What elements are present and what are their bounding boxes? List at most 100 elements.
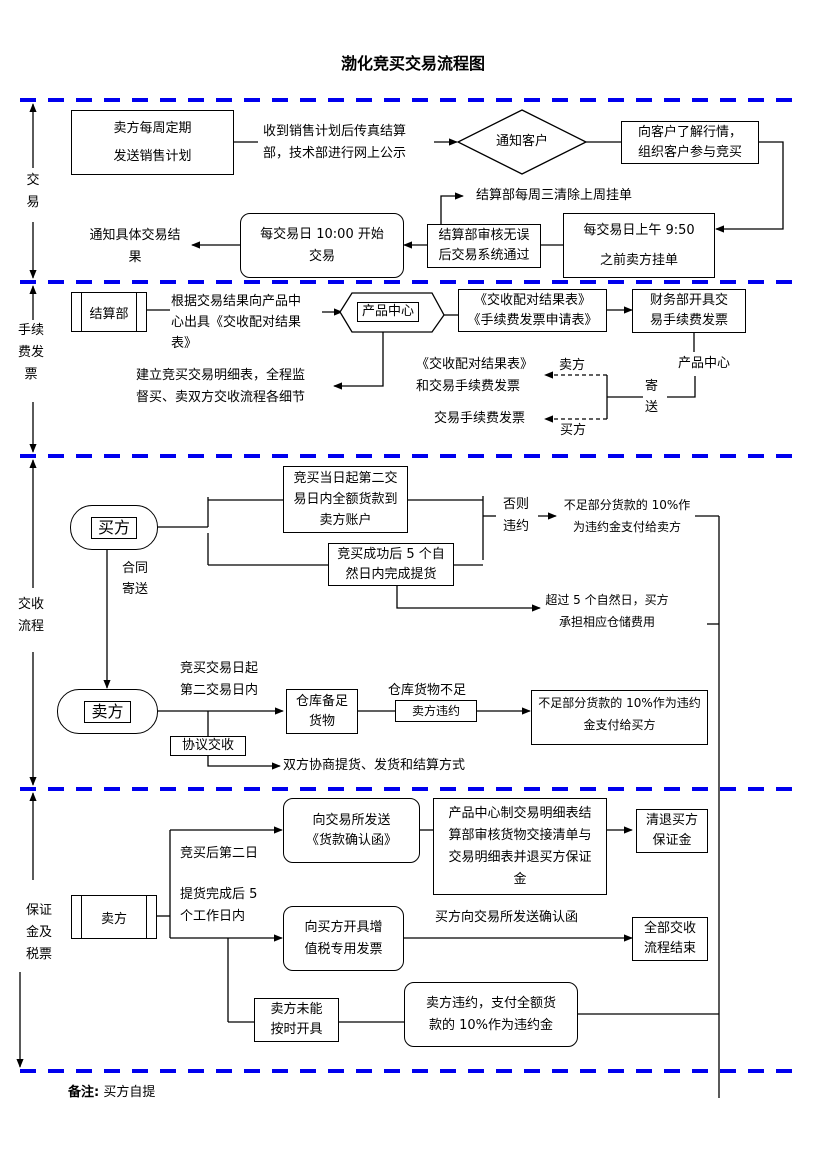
issue-table-text: 根据交易结果向产品中 心出具《交收配对结果 表》 xyxy=(171,291,301,354)
seller-process-box: 卖方 xyxy=(71,895,157,939)
text-line: 心出具《交收配对结果 xyxy=(171,315,302,330)
lane-label-fee-invoice: 手续 费发 票 xyxy=(16,320,46,386)
box-line: 全部交收 xyxy=(643,921,696,936)
text-line: 个工作日内 xyxy=(180,909,246,924)
text-line: 违约 xyxy=(503,519,530,534)
buyer-label: 买方 xyxy=(90,516,137,539)
text-line: 根据交易结果向产品中 xyxy=(171,294,302,309)
text-line: 表》 xyxy=(171,336,198,351)
box-label: 卖方违约 xyxy=(411,704,460,718)
buyer-receives-text: 交易手续费发票 xyxy=(434,411,526,426)
lane-label-line: 交收 xyxy=(17,597,44,612)
box-line: 金 xyxy=(513,871,527,887)
text-line: 收到销售计划后传真结算 xyxy=(263,124,407,139)
lane-label-deposit-tax: 保证 金及 税票 xyxy=(24,900,54,966)
text-line: 通知具体交易结 xyxy=(89,228,181,243)
box-line: 向客户了解行情， xyxy=(637,124,742,140)
box-line: 向买方开具增 xyxy=(304,919,383,935)
product-center-text: 产品中心 xyxy=(678,356,731,371)
box-line: 不足部分货款的 10%作为违约 xyxy=(538,696,701,710)
lane-dividers xyxy=(20,98,800,1073)
seller-weekly-plan-box: 卖方每周定期 发送销售计划 xyxy=(71,110,234,175)
text-line: 提货完成后 5 xyxy=(180,887,258,902)
box-line: 向交易所发送 xyxy=(312,812,391,828)
box-line: 仓库备足 xyxy=(295,693,348,709)
box-line: 货物 xyxy=(308,713,335,729)
box-line: 然日内完成提货 xyxy=(345,566,437,582)
lane-label-line: 交 xyxy=(26,173,40,188)
to-seller-label: 卖方 xyxy=(559,358,586,373)
finance-invoice-box: 财务部开具交 易手续费发票 xyxy=(632,289,746,333)
text-line: 部，技术部进行网上公示 xyxy=(263,146,407,161)
negotiate-box: 协议交收 xyxy=(170,736,246,756)
box-line: 卖方未能 xyxy=(270,1002,323,1017)
lane-label-line: 保证 xyxy=(25,903,52,918)
fax-publish-text: 收到销售计划后传真结算 部，技术部进行网上公示 xyxy=(263,121,406,165)
box-line: 卖方违约，支付全额货 xyxy=(425,995,556,1011)
box-line: 卖方每周定期 xyxy=(113,120,192,136)
send-confirm-box: 向交易所发送 《货款确认函》 xyxy=(283,798,420,863)
text-line: 否则 xyxy=(503,497,530,512)
start-trade-box: 每交易日 10:00 开始 交易 xyxy=(240,213,404,278)
box-line: 保证金 xyxy=(652,833,692,848)
audit-pass-box: 结算部审核无误 后交易系统通过 xyxy=(427,224,541,268)
buyer-terminal: 买方 xyxy=(70,505,158,550)
weekly-clear-text: 结算部每周三清除上周挂单 xyxy=(476,188,633,203)
lane-label-line: 票 xyxy=(24,367,38,382)
market-research-box: 向客户了解行情， 组织客户参与竞买 xyxy=(621,121,759,164)
lane-label-line: 易 xyxy=(26,195,40,210)
box-line: 交易 xyxy=(308,248,335,264)
to-buyer-label: 买方 xyxy=(560,423,587,438)
text-line: 寄 xyxy=(645,379,659,394)
buyer-penalty-text: 不足部分货款的 10%作 为违约金支付给卖方 xyxy=(558,494,696,538)
text-line: 寄送 xyxy=(122,582,149,597)
box-line: 结算部审核无误 xyxy=(438,228,530,243)
full-payment-box: 竞买当日起第二交 易日内全额货款到 卖方账户 xyxy=(283,466,408,533)
box-line: 之前卖方挂单 xyxy=(599,252,678,268)
box-line: 发送销售计划 xyxy=(113,148,192,164)
stock-ready-box: 仓库备足 货物 xyxy=(286,689,358,734)
lane-label-line: 费发 xyxy=(17,345,44,360)
text-line: 承担相应仓储费用 xyxy=(558,615,655,629)
stock-short-text: 仓库货物不足 xyxy=(388,683,467,698)
box-line: 每交易日上午 9:50 xyxy=(583,222,695,238)
box-line: 组织客户参与竞买 xyxy=(637,144,742,160)
product-center-detail-box: 产品中心制交易明细表结 算部审核货物交接清单与 交易明细表并退买方保证 金 xyxy=(433,798,607,895)
box-line: 《交收配对结果表》 xyxy=(473,292,591,308)
box-line: 竞买成功后 5 个自 xyxy=(337,546,445,562)
notify-client-label: 通知客户 xyxy=(495,134,548,149)
box-label: 结算部 xyxy=(89,306,129,322)
negotiate-result-text: 双方协商提货、发货和结算方式 xyxy=(283,758,466,773)
settlement-dept-box: 结算部 xyxy=(71,292,147,332)
box-line: 《手续费发票申请表》 xyxy=(467,312,598,328)
box-line: 算部审核货物交接清单与 xyxy=(448,827,592,843)
box-line: 每交易日 10:00 开始 xyxy=(260,226,384,242)
buyer-confirm-text: 买方向交易所发送确认函 xyxy=(435,910,579,925)
text-line: 超过 5 个自然日，买方 xyxy=(545,593,669,607)
box-line: 交易明细表并退买方保证 xyxy=(448,849,592,865)
text-line: 送 xyxy=(645,400,659,415)
build-detail-text: 建立竞买交易明细表，全程监 督买、卖双方交收流程各细节 xyxy=(136,365,305,409)
text-line: 《交收配对结果表》 xyxy=(416,357,534,372)
forms-box: 《交收配对结果表》 《手续费发票申请表》 xyxy=(458,289,607,332)
box-label: 卖方 xyxy=(100,911,127,927)
lane-label-line: 金及 xyxy=(25,925,52,940)
box-line: 卖方账户 xyxy=(319,513,372,528)
footnote: 备注: 买方自提 xyxy=(68,1081,155,1100)
seller-terminal: 卖方 xyxy=(57,689,158,734)
box-line: 金支付给买方 xyxy=(583,718,656,732)
all-done-box: 全部交收 流程结束 xyxy=(632,917,708,961)
box-line: 产品中心制交易明细表结 xyxy=(448,805,592,821)
notify-result-text: 通知具体交易结 果 xyxy=(80,225,190,269)
listing-box: 每交易日上午 9:50 之前卖方挂单 xyxy=(563,213,715,278)
seller-breach-penalty-box: 卖方违约，支付全额货 款的 10%作为违约金 xyxy=(404,982,578,1047)
lane-label-line: 税票 xyxy=(25,947,52,962)
box-line: 后交易系统通过 xyxy=(438,248,530,263)
text-line: 不足部分货款的 10%作 xyxy=(563,498,691,512)
text-line: 果 xyxy=(128,250,142,265)
notify-client-diamond xyxy=(456,109,588,175)
text-line: 合同 xyxy=(122,561,149,576)
storage-fee-text: 超过 5 个自然日，买方 承担相应仓储费用 xyxy=(543,589,671,633)
seller-fail-box: 卖方未能 按时开具 xyxy=(254,998,339,1042)
